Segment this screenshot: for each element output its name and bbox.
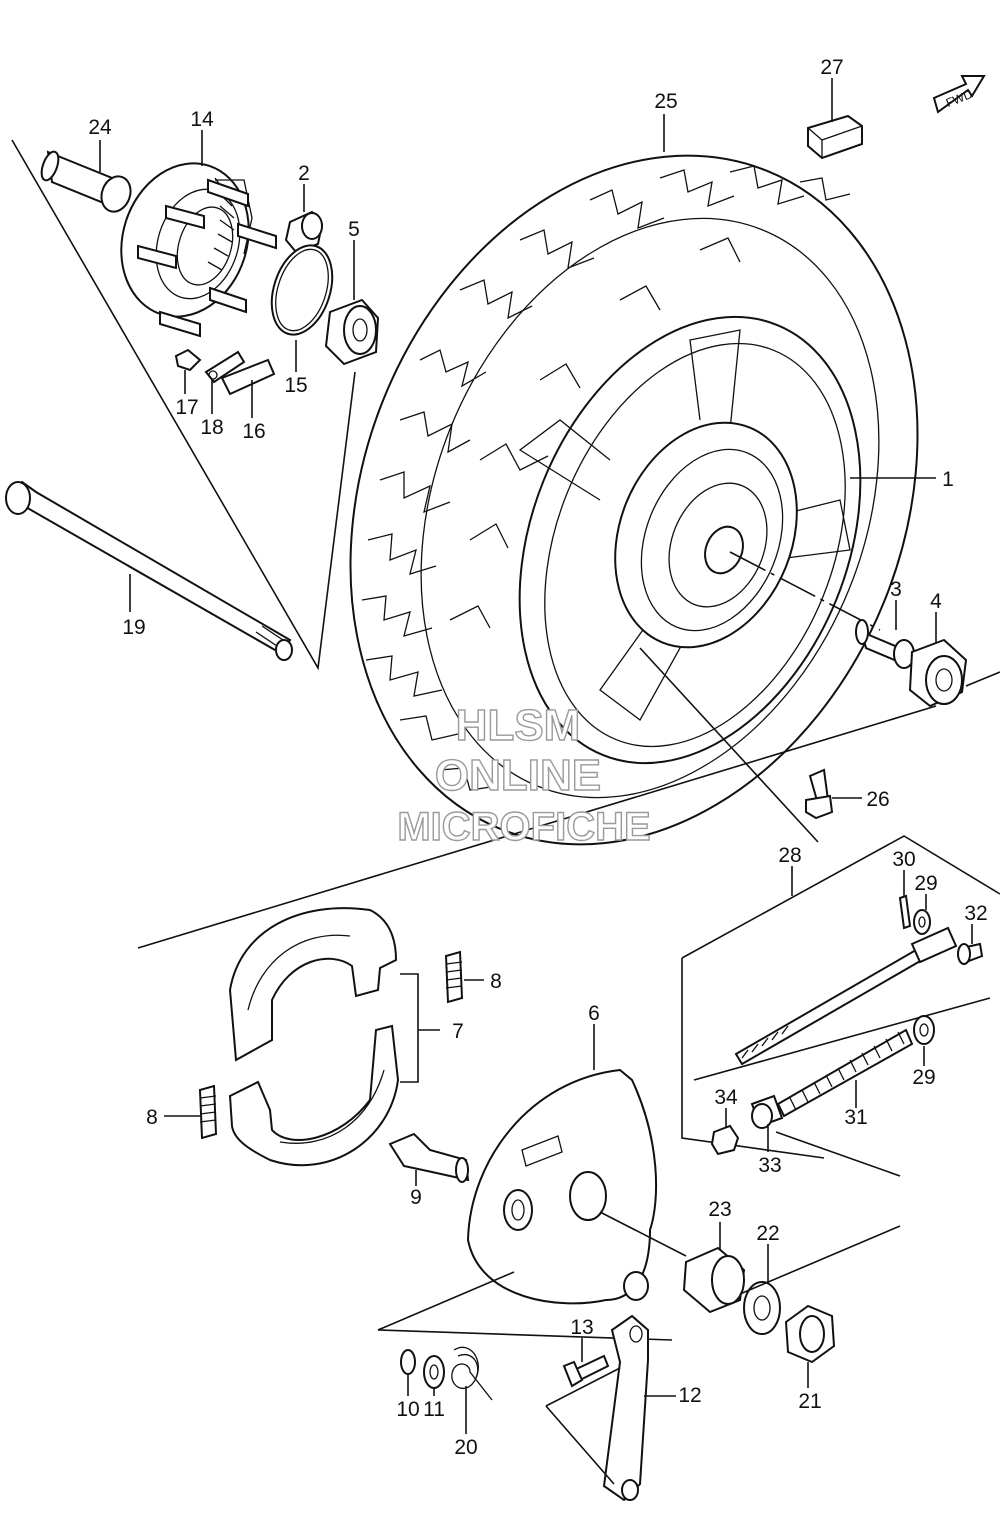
joint-33 — [750, 1094, 784, 1129]
bearing-4 — [908, 638, 968, 708]
callout-29a: 29 — [914, 872, 937, 895]
brake-rod — [734, 926, 958, 1066]
lock-plate-16 — [220, 358, 276, 396]
callout-11: 11 — [423, 1398, 445, 1421]
nut-34 — [710, 1124, 740, 1156]
leader-lines — [99, 78, 973, 1434]
callout-10: 10 — [396, 1398, 419, 1421]
callout-8a: 8 — [490, 970, 502, 993]
washer-29b — [913, 1015, 935, 1045]
brake-shoe-lower-7 — [228, 1024, 400, 1167]
callout-21: 21 — [798, 1390, 821, 1413]
callout-13: 13 — [570, 1316, 593, 1339]
watermark-line1: HLSM — [456, 701, 581, 750]
watermark: HLSM ONLINE MICROFICHE — [397, 700, 652, 849]
callout-18: 18 — [200, 416, 223, 439]
cotter-pin-30 — [898, 894, 912, 930]
spring-31 — [776, 1028, 914, 1118]
lock-washer-18 — [204, 350, 246, 384]
brake-panel-6 — [466, 1068, 658, 1305]
callout-32: 32 — [964, 902, 987, 925]
spacer-24 — [40, 150, 132, 213]
callout-22: 22 — [756, 1222, 779, 1245]
callout-29b: 29 — [912, 1066, 935, 1089]
valve-26 — [805, 768, 834, 820]
wheel-1 — [518, 315, 862, 765]
spacer-3 — [855, 619, 915, 669]
callout-28: 28 — [778, 844, 801, 867]
fwd-label: FWD — [944, 87, 975, 110]
callout-27: 27 — [820, 56, 843, 79]
brake-cam-9 — [388, 1132, 470, 1183]
brake-rod-group-outline — [681, 835, 1000, 1177]
bearing-5 — [324, 298, 380, 366]
callout-5: 5 — [348, 218, 360, 241]
spring-20 — [451, 1346, 493, 1401]
callout-31: 31 — [844, 1106, 867, 1129]
axle-19 — [5, 480, 293, 661]
o-ring-15 — [270, 244, 334, 336]
callout-3: 3 — [890, 578, 902, 601]
spacer-23 — [682, 1246, 746, 1314]
balance-weight-27 — [807, 114, 863, 160]
collar-2 — [284, 210, 324, 254]
callout-34: 34 — [714, 1086, 738, 1109]
callout-24: 24 — [88, 116, 112, 139]
brake-arm-outline — [545, 1367, 621, 1485]
callout-14: 14 — [190, 108, 214, 131]
watermark-line3: MICROFICHE — [397, 805, 650, 849]
hub-carrier-14 — [120, 162, 277, 338]
callout-2: 2 — [298, 162, 310, 185]
washer-22 — [743, 1281, 781, 1335]
callout-8b: 8 — [146, 1106, 158, 1129]
bolt-13 — [562, 1354, 610, 1388]
callout-7: 7 — [452, 1020, 464, 1043]
brake-shoe-upper-7 — [228, 907, 398, 1062]
axle-centerline — [639, 551, 881, 843]
axle-nut-21 — [784, 1304, 836, 1364]
callout-25: 25 — [654, 90, 677, 113]
washer-11 — [423, 1355, 445, 1389]
bolt-17 — [174, 348, 202, 372]
right-group-outline — [137, 671, 1000, 949]
brake-arm-12 — [602, 1314, 649, 1502]
callout-20: 20 — [454, 1436, 477, 1459]
callout-4: 4 — [930, 590, 942, 613]
callout-23: 23 — [708, 1198, 731, 1221]
callout-6: 6 — [588, 1002, 600, 1025]
o-ring-10 — [400, 1349, 416, 1375]
callout-17: 17 — [175, 396, 198, 419]
return-spring-8b — [198, 1084, 218, 1140]
hub-group-outline — [11, 139, 356, 671]
callout-33: 33 — [758, 1154, 781, 1177]
fwd-arrow-icon: FWD — [932, 75, 986, 114]
callout-labels: 24 14 2 5 15 17 18 16 19 27 25 1 3 4 26 … — [88, 56, 987, 1459]
callout-26: 26 — [866, 788, 889, 811]
callout-9: 9 — [410, 1186, 422, 1209]
callout-1: 1 — [942, 468, 954, 491]
callout-12: 12 — [678, 1384, 701, 1407]
brake-shoe-bracket — [400, 973, 419, 1083]
callout-19: 19 — [122, 616, 145, 639]
callout-30: 30 — [892, 848, 915, 871]
callout-16: 16 — [242, 420, 265, 443]
callout-15: 15 — [284, 374, 307, 397]
watermark-line2: ONLINE — [435, 751, 601, 800]
washer-29a — [913, 909, 931, 935]
pin-32 — [957, 942, 984, 965]
return-spring-8a — [444, 950, 464, 1004]
